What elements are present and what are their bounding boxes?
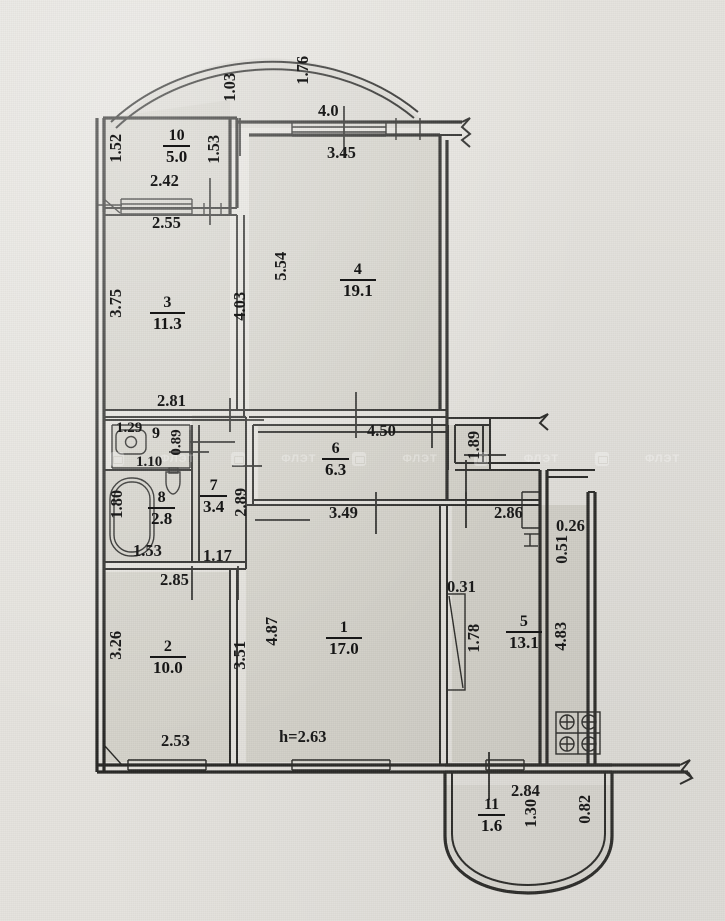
room-number: 2 [163, 638, 172, 655]
dim-room2-left: 3.26 [106, 630, 126, 660]
room-label-9: 9 [148, 425, 164, 443]
dim-room4-left: 5.54 [271, 251, 291, 281]
dim-corridor7-bottom: 1.17 [203, 546, 232, 565]
dim-room3-left: 3.75 [106, 288, 126, 318]
dim-kitchen5-door-width: 0.31 [447, 577, 476, 596]
dim-room4-bottom: 4.50 [367, 421, 396, 440]
room-label-3: 3 11.3 [150, 294, 185, 333]
room-number: 9 [152, 425, 160, 442]
dim-kitchen5-door-height: 1.78 [464, 623, 484, 653]
dim-room2-right: 3.51 [230, 640, 250, 670]
dim-hall10-left: 1.52 [106, 133, 126, 163]
room-area: 2.8 [148, 507, 176, 528]
room-label-11: 11 1.6 [478, 796, 506, 835]
dim-balcony-top-depth: 1.76 [293, 55, 313, 85]
room-label-10: 10 5.0 [163, 127, 191, 166]
dim-niche-width: 0.26 [556, 516, 585, 535]
dim-hall10-diagonal: 1.03 [220, 72, 240, 102]
room-area: 1.6 [478, 814, 506, 835]
room-number: 10 [168, 127, 185, 144]
dim-room3-bottom: 2.81 [157, 391, 186, 410]
dim-wc9-top: 1.29 [116, 420, 143, 436]
dim-room6-bottom: 3.49 [329, 503, 358, 522]
dim-room2-bottom: 2.53 [161, 731, 190, 750]
dim-room1-left: 4.87 [262, 616, 282, 646]
dim-room3-right: 4.03 [230, 291, 250, 321]
dim-hall-right-bottom: 2.86 [494, 503, 523, 522]
fixtures [109, 429, 601, 755]
room-area: 19.1 [340, 279, 376, 300]
room-label-7: 7 3.4 [200, 477, 228, 516]
dimension-ticks [169, 106, 506, 800]
room-number: 1 [339, 619, 348, 636]
room-label-5: 5 13.1 [506, 613, 542, 652]
room-number: 8 [157, 489, 166, 506]
dim-niche-height: 0.51 [552, 534, 572, 564]
room-number: 3 [163, 294, 172, 311]
dim-wc9-bottom: 1.10 [136, 454, 163, 470]
dim-bath8-left: 1.80 [107, 489, 127, 519]
room-label-2: 2 10.0 [150, 638, 186, 677]
room-number: 11 [484, 796, 500, 813]
dim-hall10-right: 1.53 [204, 134, 224, 164]
interior-fill [104, 58, 612, 892]
dim-balcony11-width: 2.84 [511, 781, 540, 800]
room-area: 13.1 [506, 631, 542, 652]
dim-hall10-bottom-inner: 2.42 [150, 171, 179, 190]
dim-bath8-bottom: 1.53 [133, 541, 162, 560]
dim-corridor7-right: 2.89 [231, 487, 251, 517]
room-area: 6.3 [322, 458, 350, 479]
ceiling-height-label: h=2.63 [279, 727, 327, 746]
room-number: 5 [519, 613, 528, 630]
room-label-1: 1 17.0 [326, 619, 362, 658]
room-area: 17.0 [326, 637, 362, 658]
room-area: 11.3 [150, 312, 185, 333]
bottom-balcony-outline [443, 759, 694, 895]
dim-kitchen5-right: 4.83 [551, 621, 571, 651]
windows [120, 118, 525, 771]
room-number: 7 [209, 477, 218, 494]
room-number: 4 [353, 261, 362, 278]
room-label-6: 6 6.3 [322, 440, 350, 479]
room-area: 3.4 [200, 495, 228, 516]
dim-wc9-right: 0.89 [168, 429, 185, 456]
room-number: 6 [331, 440, 340, 457]
dim-balcony-top-width: 4.0 [318, 101, 339, 120]
room-area: 5.0 [163, 145, 191, 166]
dim-balcony11-right: 0.82 [575, 794, 595, 824]
dim-hall10-bottom-outer: 2.55 [152, 213, 181, 232]
dim-corridor-bottom-left: 2.85 [160, 570, 189, 589]
room-label-4: 4 19.1 [340, 261, 376, 300]
dim-balcony11-depth: 1.30 [521, 798, 541, 828]
dim-room4-top: 3.45 [327, 143, 356, 162]
room-area: 10.0 [150, 656, 186, 677]
room-label-8: 8 2.8 [148, 489, 176, 528]
dim-room6-right-stub: 1.89 [464, 430, 484, 460]
